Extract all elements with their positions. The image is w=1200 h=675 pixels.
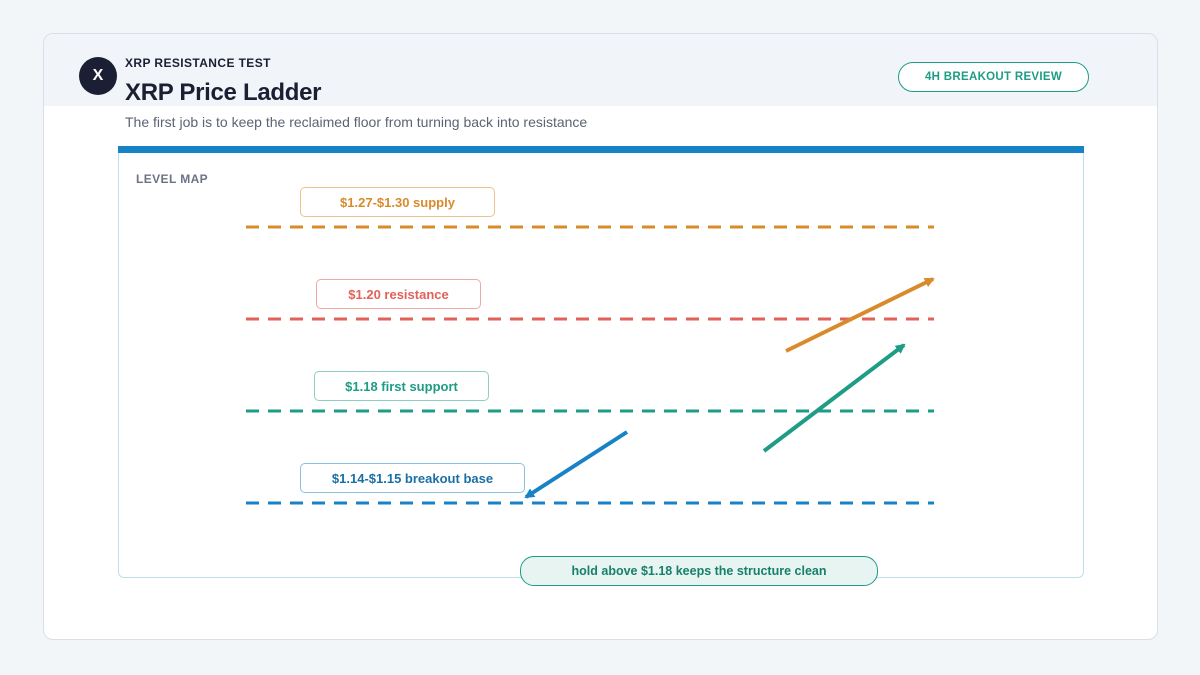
pullback-arrow [524,430,629,499]
panel-accent-bar [118,146,1084,153]
structure-note: hold above $1.18 keeps the structure cle… [520,556,878,586]
level-label-resistance: $1.20 resistance [316,279,481,309]
level-map-diagram [246,225,935,505]
level-label-first-support: $1.18 first support [314,371,489,401]
panel-title: LEVEL MAP [136,172,209,186]
level-label-supply: $1.27-$1.30 supply [300,187,495,217]
review-card: X XRP RESISTANCE TEST XRP Price Ladder T… [43,33,1158,640]
page-subtitle: The first job is to keep the reclaimed f… [125,114,588,130]
timeframe-badge: 4H BREAKOUT REVIEW [898,62,1089,92]
level-map-panel: LEVEL MAP [118,146,1084,578]
x-logo-icon: X [79,57,117,95]
eyebrow-text: XRP RESISTANCE TEST [125,56,271,70]
level-label-breakout-base: $1.14-$1.15 breakout base [300,463,525,493]
breakout-arrow [762,343,906,453]
extension-arrow [785,277,935,353]
page-title: XRP Price Ladder [125,79,322,106]
